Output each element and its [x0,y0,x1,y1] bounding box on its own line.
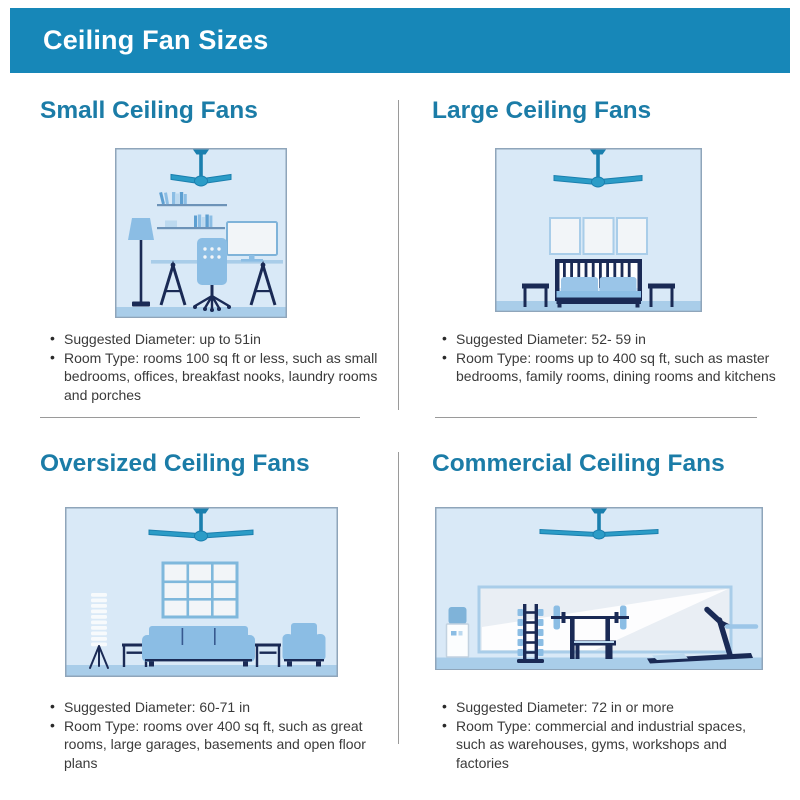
sofa-icon [142,626,255,667]
section-commercial-ceiling-fans: Commercial Ceiling Fans [400,417,800,800]
weight-bench-icon [551,605,629,659]
large-fan-room [495,148,702,312]
header-banner: Ceiling Fan Sizes [10,8,790,73]
ceiling-fan-icon [148,508,254,542]
side-table-icon [255,643,281,667]
armchair-icon [282,623,326,667]
bullet-room-type: Room Type: rooms 100 sq ft or less, such… [48,348,384,405]
monitor-icon [226,221,278,262]
commercial-fan-room [435,507,763,670]
section-large-ceiling-fans: Large Ceiling Fans [400,85,800,417]
living-room-illustration [65,507,338,677]
window-icon [161,561,239,619]
treadmill-icon [647,606,759,664]
column-divider-bottom [398,452,399,744]
bullet-diameter: Suggested Diameter: 72 in or more [440,697,776,717]
wall-shelves-icon [157,191,227,230]
small-fan-room [115,148,287,318]
large-fan-bullet-list: Suggested Diameter: 52- 59 in Room Type:… [440,329,776,386]
bullet-diameter: Suggested Diameter: up to 51in [48,329,384,349]
bullet-diameter: Suggested Diameter: 52- 59 in [440,329,776,349]
gym-illustration [435,507,763,670]
tripod-floor-lamp-icon [89,593,109,669]
nightstand-icon [648,283,675,307]
section-oversized-ceiling-fans: Oversized Ceiling Fans [0,417,400,800]
office-chair-icon [193,238,231,312]
section-small-ceiling-fans: Small Ceiling Fans [0,85,400,417]
section-heading-commercial: Commercial Ceiling Fans [432,450,725,477]
ceiling-fan-icon [539,508,659,540]
bullet-diameter: Suggested Diameter: 60-71 in [48,697,384,717]
bedroom-illustration [495,148,702,312]
bullet-room-type: Room Type: rooms over 400 sq ft, such as… [48,716,384,773]
bed-icon [555,259,642,308]
oversized-fan-bullet-list: Suggested Diameter: 60-71 in Room Type: … [48,697,384,773]
dumbbell-rack-icon [517,604,544,663]
oversized-fan-room [65,507,338,677]
nightstand-icon [522,283,549,307]
section-heading-large: Large Ceiling Fans [432,97,652,124]
office-room-illustration [115,148,287,318]
bullet-room-type: Room Type: rooms up to 400 sq ft, such a… [440,348,776,386]
bullet-room-type: Room Type: commercial and industrial spa… [440,716,776,773]
page-title: Ceiling Fan Sizes [43,25,269,55]
wall-pictures-icon [549,217,648,255]
section-heading-small: Small Ceiling Fans [40,97,258,124]
ceiling-fan-icon [170,149,232,187]
row-divider-right [435,417,757,418]
floor-lamp-icon [128,218,154,307]
section-heading-oversized: Oversized Ceiling Fans [40,450,310,477]
row-divider-left [40,417,360,418]
small-fan-bullet-list: Suggested Diameter: up to 51in Room Type… [48,329,384,405]
water-cooler-icon [445,607,470,658]
ceiling-fan-icon [553,149,643,188]
commercial-fan-bullet-list: Suggested Diameter: 72 in or more Room T… [440,697,776,773]
column-divider-top [398,100,399,410]
